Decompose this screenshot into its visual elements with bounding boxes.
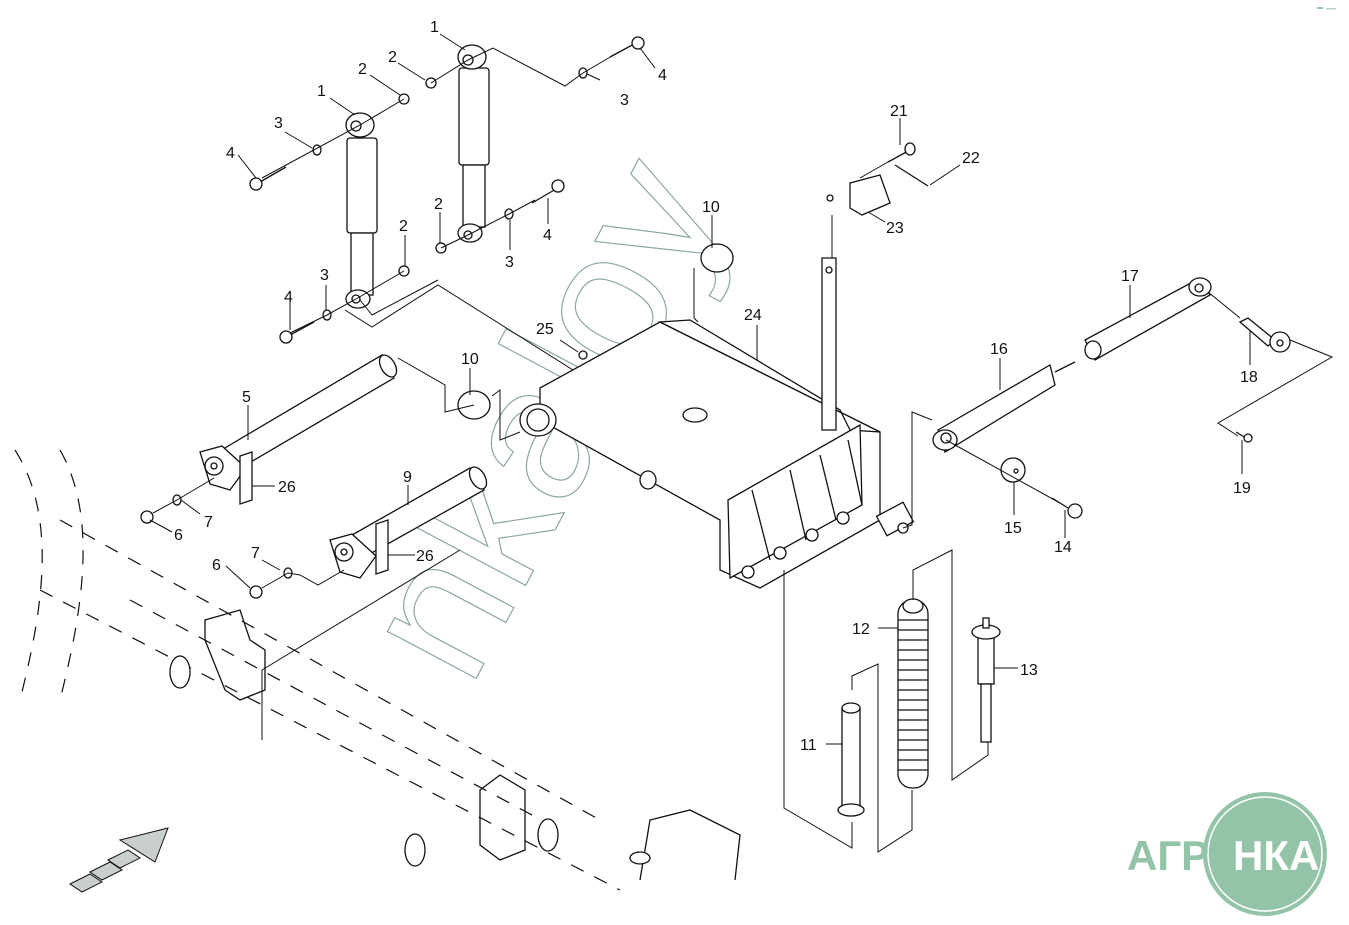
spring-assembly-leaders [783,549,989,853]
washer-15-bolt-14 [945,439,1083,519]
callout-23: 23 [886,220,904,237]
bolt-washer-6-7 [140,477,345,599]
callout-4: 4 [226,145,235,162]
callout-2: 2 [399,218,408,235]
callout-7: 7 [204,514,213,531]
link-16 [932,361,1076,453]
callout-4: 4 [543,227,552,244]
callout-14: 14 [1054,539,1072,556]
shock-absorber-right [457,44,490,243]
callout-16: 16 [990,341,1008,358]
pin-13 [971,617,1001,743]
callout-1: 1 [430,19,439,36]
callout-26: 26 [278,479,296,496]
logo-text-left: АГРО [1127,832,1241,879]
callout-18: 18 [1240,369,1258,386]
callout-6: 6 [212,557,221,574]
spring-12 [897,598,929,789]
callout-5: 5 [242,389,251,406]
bolt-parts [249,36,645,344]
callout-3: 3 [274,115,283,132]
nut-parts [398,77,447,277]
callout-17: 17 [1121,268,1139,285]
callout-3: 3 [505,254,514,271]
callout-4: 4 [284,289,293,306]
callout-2: 2 [434,196,443,213]
callout-10: 10 [461,351,479,368]
callout-11: 11 [800,737,817,754]
callout-7: 7 [251,545,260,562]
callout-2: 2 [358,61,367,78]
logo-circle [1203,792,1327,916]
callout-6: 6 [174,527,183,544]
callout-19: 19 [1233,480,1251,497]
tractor-frame-reference [14,449,741,891]
callout-3: 3 [320,267,329,284]
link-17 [1084,277,1212,361]
callout-3: 3 [620,92,629,109]
tube-5 [199,354,398,505]
bolt-19 [1235,431,1253,443]
agronka-logo: АГРО НКА [1127,792,1327,916]
shock-absorber-left [345,112,378,309]
corner-mark [1317,7,1336,10]
callout-15: 15 [1004,520,1022,537]
callout-12: 12 [852,621,870,638]
callout-2: 2 [388,49,397,66]
callout-4: 4 [658,67,667,84]
pin-18 [1207,291,1334,437]
callout-22: 22 [962,150,980,167]
callout-leaders [149,33,1251,745]
tube-9 [329,466,488,579]
vertical-rod [821,257,837,431]
cotter-pin-22 [894,164,929,187]
callout-13: 13 [1020,662,1038,679]
pin-21 [859,142,916,179]
direction-arrow-icon [69,827,169,893]
bushing-10 [397,243,734,441]
logo-text-right: НКА [1233,832,1319,879]
logo-circle-ring [1207,796,1323,912]
callout-25: 25 [536,321,554,338]
callout-26: 26 [416,548,434,565]
grease-nipple-25 [578,350,588,360]
pin-11 [837,702,865,817]
bracket-23 [826,174,891,258]
callout-9: 9 [403,469,412,486]
callout-1: 1 [317,83,326,100]
shock-leader-lines [261,47,701,451]
callout-labels: 1 1 2 2 2 2 3 3 3 3 4 4 4 4 5 6 6 7 7 9 … [174,19,1258,754]
callout-24: 24 [744,307,762,324]
frame-link-leader [902,411,933,529]
callout-21: 21 [890,103,908,120]
callout-10: 10 [702,199,720,216]
